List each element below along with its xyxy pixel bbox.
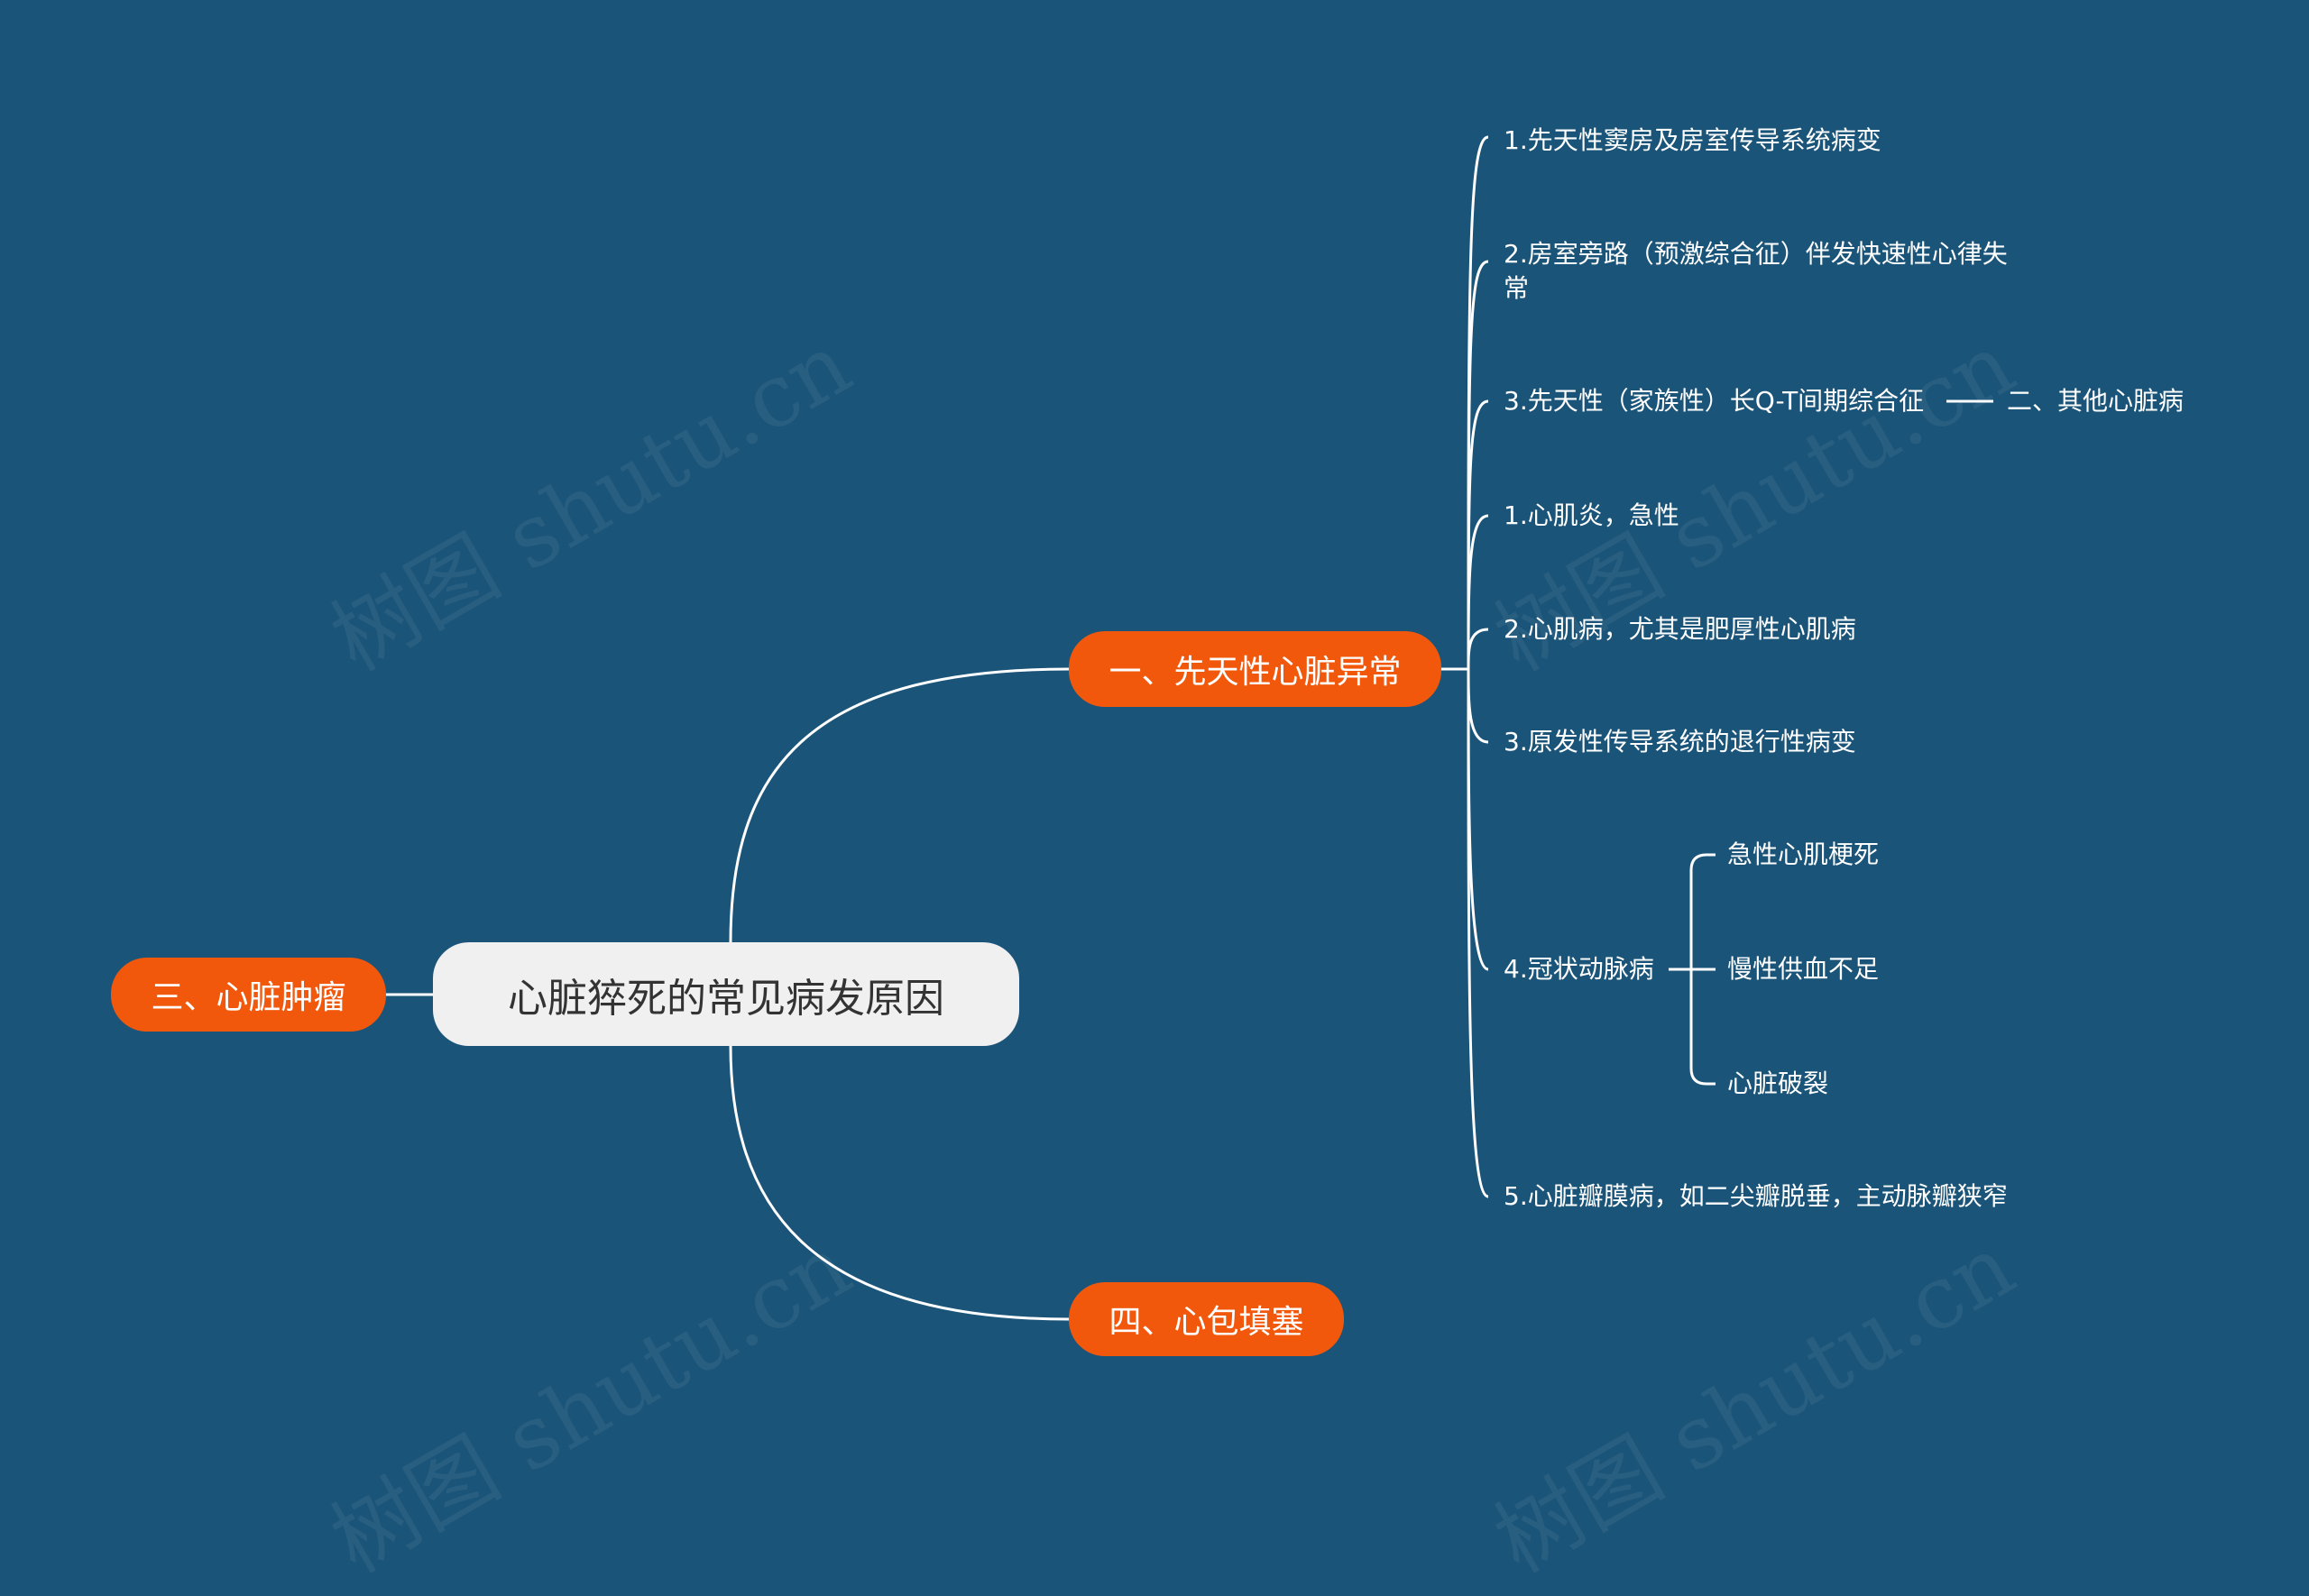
mindmap-canvas: 树图 shutu.cn 树图 shutu.cn 树图 shutu.cn 树图 s… bbox=[111, 125, 2185, 1592]
branch-label: 一、先天性心脏异常 bbox=[1109, 654, 1402, 691]
connector-b1-leaf-8 bbox=[1467, 668, 1489, 1198]
leaf-node[interactable]: 1.心肌炎，急性 bbox=[1504, 500, 1679, 530]
leaf-node[interactable]: 3.先天性（家族性）长Q-T间期综合征 bbox=[1504, 386, 1925, 416]
connector-coronary-child-1 bbox=[1689, 853, 1716, 969]
branch-node-congenital[interactable]: 一、先天性心脏异常 bbox=[1069, 631, 1441, 707]
coronary-child-node[interactable]: 急性心肌梗死 bbox=[1727, 839, 1880, 869]
side-label-other-heart-disease[interactable]: 二、其他心脏病 bbox=[2007, 386, 2185, 416]
leaf-node[interactable]: 5.心脏瓣膜病，如二尖瓣脱垂，主动脉瓣狭窄 bbox=[1504, 1181, 2008, 1211]
leaf-node[interactable]: 4.冠状动脉病 bbox=[1504, 954, 1654, 984]
branch-label: 四、心包填塞 bbox=[1109, 1304, 1304, 1341]
connector-b1-leaf-4 bbox=[1467, 514, 1489, 670]
leaf-node[interactable]: 3.原发性传导系统的退行性病变 bbox=[1504, 727, 1856, 757]
connector-root-b4 bbox=[729, 1045, 1070, 1321]
branch-node-tamponade[interactable]: 四、心包填塞 bbox=[1069, 1282, 1344, 1356]
connector-lines bbox=[386, 135, 1993, 1321]
leaf-node[interactable]: 2.心肌病，尤其是肥厚性心肌病 bbox=[1504, 614, 1856, 644]
coronary-child-node[interactable]: 慢性供血不足 bbox=[1727, 954, 1880, 984]
connector-coronary-child-3 bbox=[1689, 969, 1716, 1086]
branch-label: 三、心脏肿瘤 bbox=[151, 979, 346, 1016]
connector-root-b1 bbox=[729, 667, 1070, 943]
leaf-node[interactable]: 2.房室旁路（预激综合征）伴发快速性心律失常 bbox=[1504, 239, 2008, 303]
branch-node-tumor[interactable]: 三、心脏肿瘤 bbox=[111, 958, 386, 1032]
connector-b1-leaf-5 bbox=[1467, 628, 1489, 670]
root-label: 心脏猝死的常见病发原因 bbox=[508, 975, 944, 1022]
root-node[interactable]: 心脏猝死的常见病发原因 bbox=[433, 942, 1019, 1046]
leaf-node[interactable]: 1.先天性窦房及房室传导系统病变 bbox=[1504, 125, 1881, 155]
connector-b1-leaf-6 bbox=[1467, 668, 1489, 744]
coronary-child-node[interactable]: 心脏破裂 bbox=[1727, 1069, 1829, 1098]
